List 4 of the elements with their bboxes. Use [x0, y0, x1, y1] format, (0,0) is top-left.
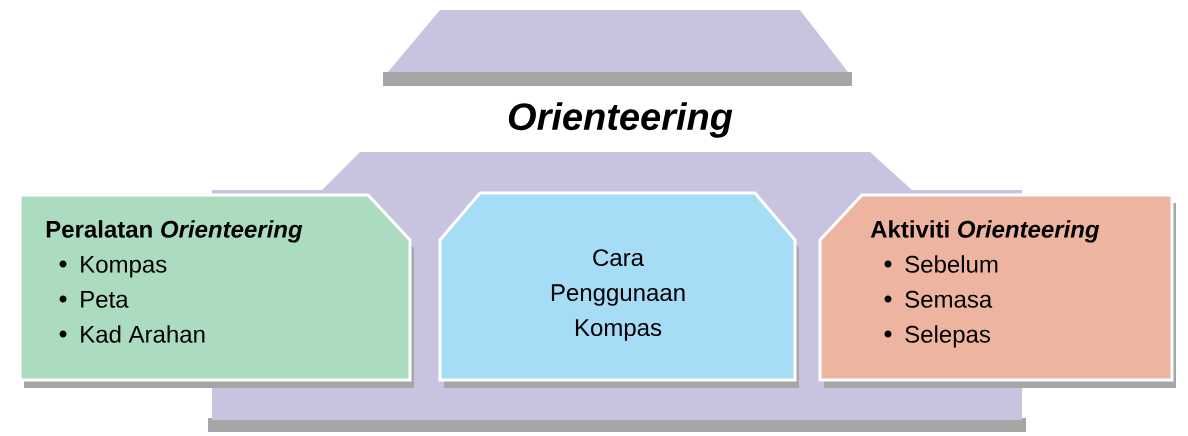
text-box: Cara Penggunaan Kompas — [438, 191, 799, 388]
text-box: Peralatan Orienteering Kompas Peta Kad Arahan — [18, 193, 414, 388]
text-box: Aktiviti Orienteering Sebelum Semasa Selepas — [818, 193, 1176, 388]
title: Orienteering — [508, 102, 733, 138]
